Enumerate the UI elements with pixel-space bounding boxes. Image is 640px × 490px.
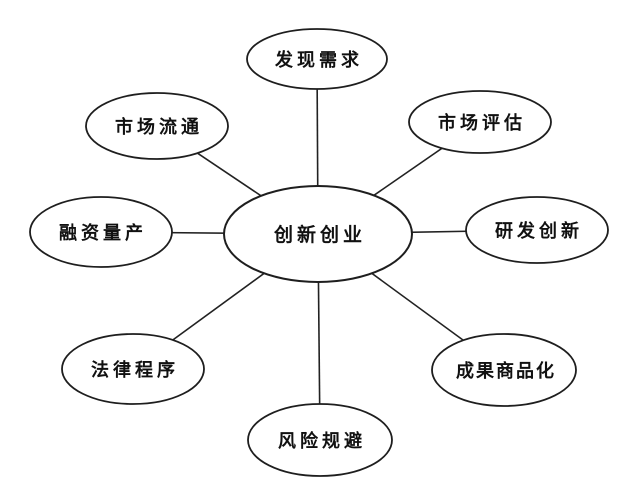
diagram-node-bottom-left: 法律程序 <box>61 333 205 405</box>
node-ellipse <box>85 92 229 160</box>
node-ellipse <box>431 333 577 407</box>
node-ellipse <box>465 196 609 264</box>
node-label: 市场评估 <box>438 112 526 134</box>
node-label: 法律程序 <box>91 359 179 381</box>
center-ellipse <box>223 185 413 283</box>
node-label: 成果商品化 <box>456 360 556 382</box>
node-ellipse <box>246 28 388 90</box>
node-ellipse <box>29 196 173 268</box>
node-label: 风险规避 <box>278 430 366 452</box>
node-label: 市场流通 <box>115 116 203 138</box>
diagram-node-left: 融资量产 <box>29 196 173 268</box>
diagram-node-bottom-right: 成果商品化 <box>431 333 577 407</box>
node-ellipse <box>247 403 393 477</box>
diagram-node-top-left: 市场流通 <box>85 92 229 160</box>
node-ellipse <box>61 333 205 405</box>
node-label: 发现需求 <box>274 49 363 71</box>
diagram-node-center: 创新创业 <box>223 185 413 283</box>
node-ellipse <box>408 90 552 154</box>
center-label: 创新创业 <box>273 223 366 246</box>
node-label: 研发创新 <box>495 220 583 242</box>
diagram-node-top: 发现需求 <box>246 28 388 90</box>
diagram-node-bottom: 风险规避 <box>247 403 393 477</box>
node-label: 融资量产 <box>59 222 147 244</box>
diagram-node-right: 研发创新 <box>465 196 609 264</box>
diagram-node-top-right: 市场评估 <box>408 90 552 154</box>
